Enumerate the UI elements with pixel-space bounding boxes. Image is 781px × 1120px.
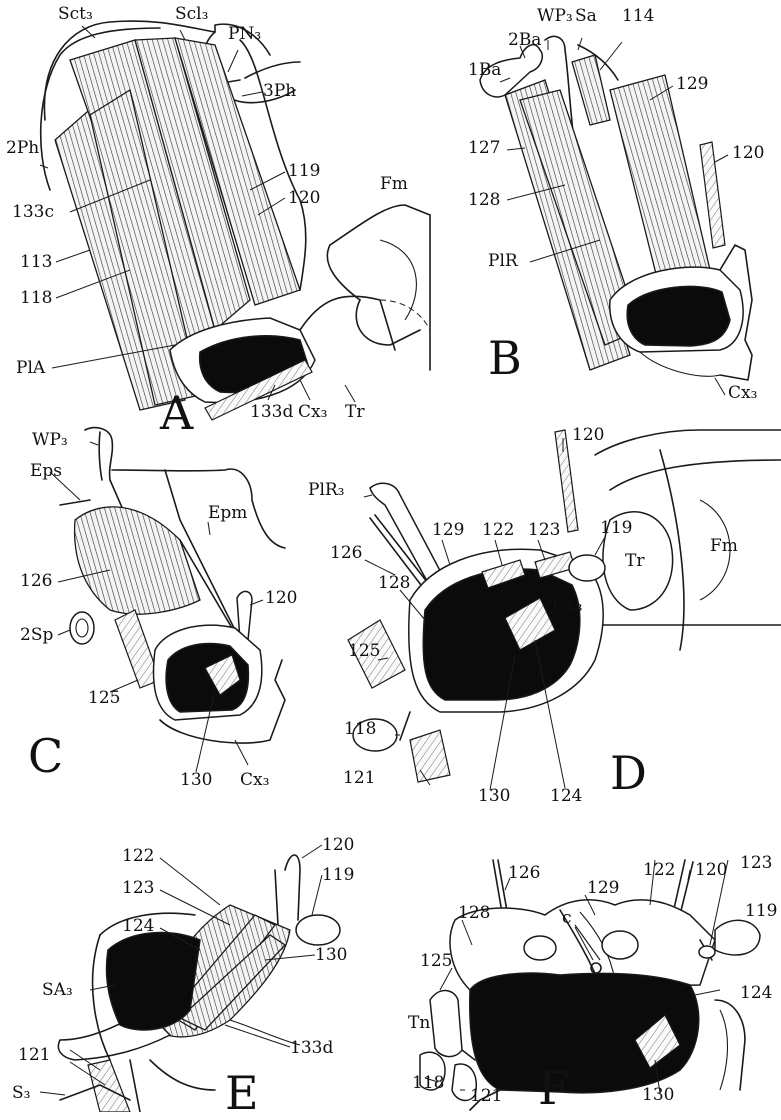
label-f-119: 119 xyxy=(745,903,777,920)
label-f-120: 120 xyxy=(695,862,727,879)
label-a-119: 119 xyxy=(288,163,320,180)
label-pla: PlA xyxy=(16,360,45,377)
label-f-121: 121 xyxy=(470,1088,502,1105)
label-113: 113 xyxy=(20,254,52,271)
label-s3: S₃ xyxy=(12,1085,30,1102)
label-d-cx3: Cx₃ xyxy=(553,598,582,615)
label-d-119: 119 xyxy=(600,520,632,537)
label-2sp: 2Sp xyxy=(20,627,53,644)
label-d-123: 123 xyxy=(528,522,560,539)
label-plr: PlR xyxy=(488,253,518,270)
label-f-130: 130 xyxy=(642,1087,674,1104)
label-e-119: 119 xyxy=(322,867,354,884)
label-e-121: 121 xyxy=(18,1047,50,1064)
label-f-c: c xyxy=(562,910,572,927)
panel-letter-e: E xyxy=(225,1070,259,1116)
label-tn: Tn xyxy=(408,1015,430,1032)
label-a-120: 120 xyxy=(288,190,320,207)
label-f-123: 123 xyxy=(740,855,772,872)
panel-letter-b: B xyxy=(488,335,522,381)
label-b-128: 128 xyxy=(468,192,500,209)
label-b-cx3: Cx₃ xyxy=(728,385,757,402)
label-d-129: 129 xyxy=(432,522,464,539)
label-pn3: PN₃ xyxy=(228,26,261,43)
label-114: 114 xyxy=(622,8,654,25)
panel-letter-c: C xyxy=(28,733,63,779)
label-epm: Epm xyxy=(208,505,247,522)
label-scl3: Scl₃ xyxy=(175,6,208,23)
label-d-120: 120 xyxy=(572,427,604,444)
label-d-128: 128 xyxy=(378,575,410,592)
label-d-124: 124 xyxy=(550,788,582,805)
label-d-126: 126 xyxy=(330,545,362,562)
label-sa3: SA₃ xyxy=(42,982,73,999)
label-f-118: 118 xyxy=(412,1075,444,1092)
panel-letter-f: F xyxy=(538,1065,570,1111)
label-c-126: 126 xyxy=(20,573,52,590)
label-sa: Sa xyxy=(575,8,597,25)
panel-e xyxy=(40,845,340,1112)
label-2ph: 2Ph xyxy=(6,140,39,157)
label-c-130: 130 xyxy=(180,772,212,789)
label-d-fm: Fm xyxy=(710,538,738,555)
label-f-124: 124 xyxy=(740,985,772,1002)
label-2ba: 2Ba xyxy=(508,32,541,49)
label-1ba: 1Ba xyxy=(468,62,501,79)
label-127: 127 xyxy=(468,140,500,157)
label-c-wp3: WP₃ xyxy=(32,432,68,449)
label-c-125: 125 xyxy=(88,690,120,707)
label-a-tr: Tr xyxy=(345,404,364,421)
label-133c: 133c xyxy=(12,204,54,221)
label-f-126: 126 xyxy=(508,865,540,882)
label-a-118: 118 xyxy=(20,290,52,307)
label-sct3: Sct₃ xyxy=(58,6,93,23)
label-f-122: 122 xyxy=(643,862,675,879)
panel-letter-d: D xyxy=(610,750,647,796)
label-eps: Eps xyxy=(30,463,62,480)
label-f-128: 128 xyxy=(458,905,490,922)
label-d-125: 125 xyxy=(348,643,380,660)
label-a-fm: Fm xyxy=(380,176,408,193)
label-e-130: 130 xyxy=(315,947,347,964)
label-f-129: 129 xyxy=(587,880,619,897)
label-a-cx3: Cx₃ xyxy=(298,404,327,421)
label-d-130: 130 xyxy=(478,788,510,805)
panel-letter-a: A xyxy=(160,390,193,436)
label-d-118: 118 xyxy=(344,721,376,738)
label-e-120: 120 xyxy=(322,837,354,854)
label-d-122: 122 xyxy=(482,522,514,539)
label-d-121: 121 xyxy=(343,770,375,787)
panel-a xyxy=(40,21,430,420)
label-a-133d: 133d xyxy=(250,404,293,421)
label-c-cx3: Cx₃ xyxy=(240,772,269,789)
label-b-wp3: WP₃ xyxy=(537,8,573,25)
label-e-122: 122 xyxy=(122,848,154,865)
label-d-tr: Tr xyxy=(625,553,644,570)
panel-c xyxy=(50,428,285,772)
label-b-120: 120 xyxy=(732,145,764,162)
label-3ph: 3Ph xyxy=(263,83,296,100)
label-e-133d: 133d xyxy=(290,1040,333,1057)
label-plr3: PlR₃ xyxy=(308,482,345,499)
label-e-124: 124 xyxy=(122,918,154,935)
label-f-125: 125 xyxy=(420,953,452,970)
label-b-129: 129 xyxy=(676,76,708,93)
label-e-123: 123 xyxy=(122,880,154,897)
label-c-120: 120 xyxy=(265,590,297,607)
